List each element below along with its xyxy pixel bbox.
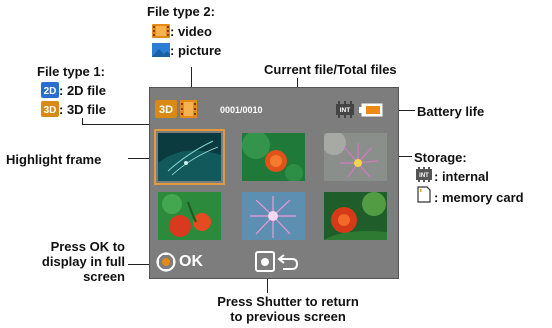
- video-file-icon: [180, 100, 197, 123]
- picture-legend-label: : picture: [170, 43, 222, 58]
- return-arrow-icon[interactable]: [277, 252, 299, 276]
- press-ok-label: Press OK to display in full screen: [0, 239, 125, 284]
- 2d-legend-label: : 2D file: [59, 83, 106, 98]
- 3d-mode-icon: 3D: [155, 100, 177, 123]
- connector-highlight: [128, 158, 155, 159]
- connector-ok: [128, 264, 158, 265]
- connector-file-type-1-v: [82, 118, 83, 125]
- current-total-label: Current file/Total files: [264, 62, 397, 77]
- picture-icon: [152, 43, 170, 62]
- shutter-icon[interactable]: [255, 251, 275, 277]
- svg-text:INT: INT: [419, 173, 429, 179]
- press-ok-line2: display in full: [41, 254, 125, 269]
- storage-badge-text: INT: [340, 107, 351, 114]
- press-shutter-line1: Press Shutter to return: [217, 294, 359, 309]
- press-shutter-line2: to previous screen: [230, 309, 346, 324]
- mode-badge-text: 3D: [159, 104, 173, 116]
- battery-icon: [359, 103, 383, 122]
- thumbnail-6[interactable]: [324, 192, 387, 240]
- battery-label: Battery life: [417, 104, 485, 119]
- storage-label: Storage:: [414, 150, 467, 165]
- 3d-icon: 3D: [41, 101, 59, 122]
- video-legend-label: : video: [170, 24, 212, 39]
- thumbnail-5[interactable]: [242, 192, 305, 240]
- internal-legend-label: : internal: [434, 169, 489, 184]
- film-icon: [152, 24, 170, 43]
- connector-shutter: [267, 272, 268, 293]
- file-counter: 0001/0010: [220, 105, 263, 115]
- 2d-icon: 2D: [41, 82, 59, 103]
- memory-card-icon: [417, 186, 431, 208]
- thumbnail-1-highlighted[interactable]: [154, 129, 225, 185]
- press-ok-line1: Press OK to: [50, 239, 125, 254]
- highlight-frame-label: Highlight frame: [6, 152, 102, 167]
- playback-screen: 3D 0001/0010 INT OK: [149, 87, 399, 279]
- 3d-legend-label: : 3D file: [59, 102, 106, 117]
- press-shutter-label: Press Shutter to return to previous scre…: [168, 294, 408, 324]
- ok-label[interactable]: OK: [179, 253, 203, 270]
- connector-file-type-2: [191, 67, 192, 103]
- svg-text:3D: 3D: [44, 105, 57, 116]
- press-ok-line3: screen: [83, 269, 125, 284]
- thumbnail-4[interactable]: [158, 192, 221, 240]
- thumbnail-2[interactable]: [242, 133, 305, 181]
- ok-dpad-icon[interactable]: [156, 252, 176, 277]
- thumbnail-3[interactable]: [324, 133, 387, 181]
- storage-internal-icon: INT: [335, 101, 355, 123]
- internal-memory-icon: INT: [415, 167, 433, 187]
- file-type-1-label: File type 1:: [37, 64, 105, 79]
- memory-card-legend-label: : memory card: [434, 190, 524, 205]
- svg-text:2D: 2D: [44, 86, 57, 97]
- file-type-2-label: File type 2:: [147, 4, 215, 19]
- connector-file-type-1-h: [82, 124, 156, 125]
